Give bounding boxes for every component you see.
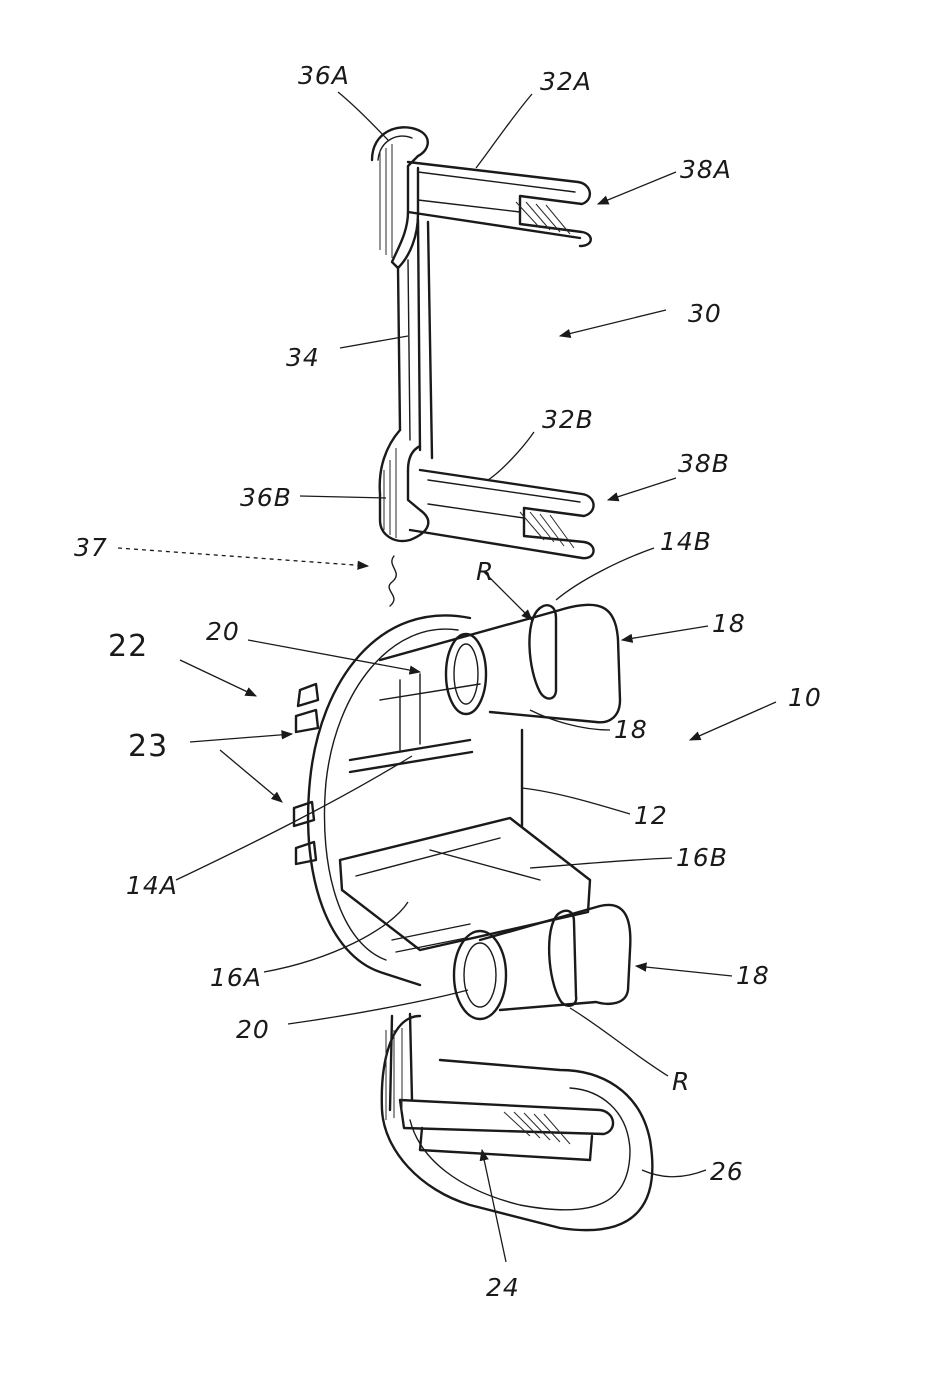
bracket-assembly-30 <box>372 127 594 606</box>
label-14a: 14A <box>126 871 178 900</box>
label-12: 12 <box>634 801 668 830</box>
label-16b: 16B <box>676 843 728 872</box>
label-36a: 36A <box>298 61 350 90</box>
cut-line-37 <box>389 556 396 606</box>
label-23: 23 <box>128 729 168 764</box>
label-14b: 14B <box>660 527 712 556</box>
reference-labels: 36A 32A 38A 30 34 32B 38B 36B 37 14B R 1… <box>74 61 822 1302</box>
label-18-top: 18 <box>712 609 746 638</box>
label-22: 22 <box>108 629 148 664</box>
label-18-mid: 18 <box>614 715 648 744</box>
label-24: 24 <box>486 1273 520 1302</box>
label-r-top: R <box>476 557 494 586</box>
oval-end-20-top <box>446 634 486 714</box>
label-r-bot: R <box>672 1067 690 1096</box>
loop-inner-24 <box>400 1100 613 1134</box>
label-20-bot: 20 <box>236 1015 270 1044</box>
label-38a: 38A <box>680 155 732 184</box>
lug-upper <box>296 684 318 732</box>
ring-14b <box>529 605 556 698</box>
bar-34 <box>398 220 432 458</box>
label-10: 10 <box>788 683 822 712</box>
label-38b: 38B <box>678 449 730 478</box>
label-16a: 16A <box>210 963 262 992</box>
oval-end-20-bottom <box>454 931 506 1019</box>
clamp-body-10 <box>294 605 630 1019</box>
label-20-top: 20 <box>206 617 240 646</box>
upper-channel <box>380 605 620 723</box>
label-32a: 32A <box>540 67 592 96</box>
label-37: 37 <box>74 533 108 562</box>
label-34: 34 <box>286 343 320 372</box>
label-18-bot: 18 <box>736 961 770 990</box>
label-32b: 32B <box>542 405 594 434</box>
hook-36b <box>380 430 429 541</box>
lower-loop-assembly <box>382 1014 653 1230</box>
label-30: 30 <box>688 299 722 328</box>
label-26: 26 <box>710 1157 744 1186</box>
label-36b: 36B <box>240 483 292 512</box>
